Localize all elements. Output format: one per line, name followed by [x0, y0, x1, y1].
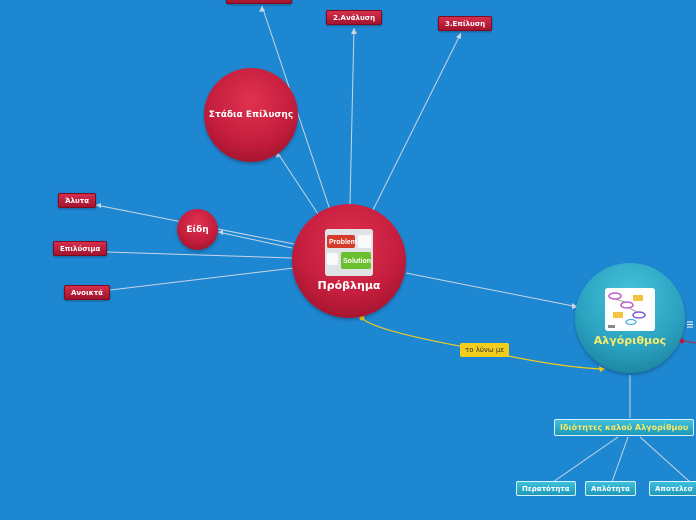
problem-solution-keys-image: Problem Solution: [325, 229, 373, 276]
algorithm-node-label: Αλγόριθμος: [593, 334, 667, 347]
stage-solution-tag[interactable]: 3.Επίλυση: [438, 16, 493, 31]
property-finiteness-label: Περατότητα: [522, 484, 570, 493]
properties-tag[interactable]: Ιδιότητες καλού Αλγορίθμου: [554, 419, 695, 436]
stages-node-label: Στάδια Επίλυσης: [208, 110, 294, 120]
type-solvable-tag[interactable]: Επιλύσιμα: [53, 241, 108, 256]
type-open-tag[interactable]: Ανοικτά: [64, 285, 110, 300]
property-finiteness-tag[interactable]: Περατότητα: [516, 481, 576, 496]
types-node-label: Είδη: [186, 224, 209, 235]
type-open-label: Ανοικτά: [71, 288, 103, 297]
flowchart-image: [605, 288, 655, 331]
solution-key-text: Solution: [343, 258, 371, 265]
stages-node[interactable]: Στάδια Επίλυσης: [204, 68, 298, 162]
type-unsolvable-tag[interactable]: Άλυτα: [58, 193, 97, 208]
type-unsolvable-label: Άλυτα: [65, 196, 90, 205]
note-icon[interactable]: [687, 313, 693, 328]
property-simplicity-label: Απλότητα: [591, 484, 630, 493]
problem-key-text: Problem: [329, 239, 357, 246]
properties-label: Ιδιότητες καλού Αλγορίθμου: [560, 423, 689, 432]
stage-tag-offscreen[interactable]: [226, 0, 292, 4]
stage-solution-label: 3.Επίλυση: [445, 19, 486, 28]
stage-analysis-tag[interactable]: 2.Ανάλυση: [326, 10, 383, 25]
property-effectiveness-tag[interactable]: Αποτελεσ: [649, 481, 696, 496]
central-problem-label: Πρόβλημα: [317, 279, 381, 292]
relation-label: το λύνω με: [465, 346, 505, 354]
property-simplicity-tag[interactable]: Απλότητα: [585, 481, 636, 496]
property-effectiveness-label: Αποτελεσ: [655, 484, 693, 493]
relation-label-tag[interactable]: το λύνω με: [460, 343, 510, 357]
stage-analysis-label: 2.Ανάλυση: [333, 13, 376, 22]
type-solvable-label: Επιλύσιμα: [60, 244, 101, 253]
types-node[interactable]: Είδη: [177, 209, 218, 250]
